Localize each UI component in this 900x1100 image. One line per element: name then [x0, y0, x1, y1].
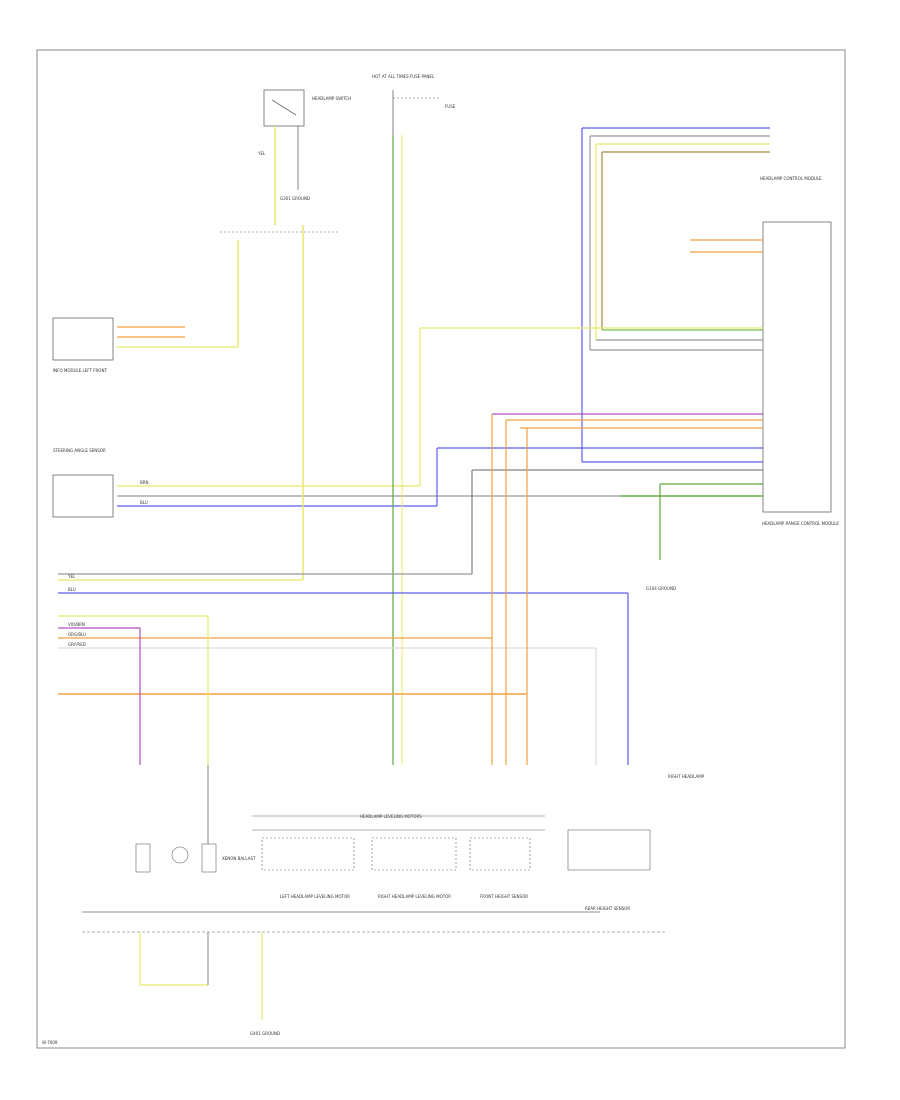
headlamp-switch-box: [263, 89, 305, 127]
wire-label-vio-1: VIO/BRN: [68, 622, 85, 627]
wire-label-brn-1: BRN: [140, 480, 149, 485]
left-comp-3: [201, 843, 217, 873]
right-module-label: HEADLAMP RANGE CONTROL MODULE: [762, 521, 839, 526]
lh-motor-label: LEFT HEADLAMP LEVELING MOTOR: [280, 894, 350, 899]
sensor-b-label: REAR HEIGHT SENSOR: [585, 906, 630, 911]
rh-motor-box: [371, 837, 457, 871]
sensor-b-box: [567, 829, 651, 871]
wire-label-gry-1: GRY/RED: [68, 642, 86, 647]
wire-label-yel-2: YEL: [67, 574, 76, 579]
conn-right-label: RIGHT HEADLAMP: [668, 774, 705, 779]
ground-g3-label: G401 GROUND: [250, 1031, 280, 1036]
rh-motor-label: RIGHT HEADLAMP LEVELING MOTOR: [378, 894, 451, 899]
leveling-motors-label: HEADLAMP LEVELING MOTORS: [360, 814, 422, 819]
wire-label-blu-1: BLU: [140, 500, 148, 505]
top-supply-label: HOT AT ALL TIMES FUSE PANEL: [372, 74, 435, 79]
lh-motor-box: [261, 837, 355, 871]
sensor-a-box: [469, 837, 531, 871]
right-module-box: [762, 221, 832, 513]
left-comp-1: [135, 843, 151, 873]
sensor-a-label: FRONT HEIGHT SENSOR: [480, 894, 528, 899]
steering-sensor-box: [52, 474, 114, 518]
module-top-label: HEADLAMP CONTROL MODULE: [760, 176, 822, 181]
footer-id: W-7009: [42, 1040, 58, 1045]
wire-label-org-1: ORG/BLU: [68, 632, 86, 637]
info-module-box: [52, 317, 114, 361]
ground-g2-label: G104 GROUND: [646, 586, 676, 591]
wire-label-blu-2: BLU: [68, 587, 76, 592]
wire-label-yel-1: YEL: [257, 151, 266, 156]
xenon-label: XENON BALLAST: [222, 856, 256, 861]
fuse-label: FUSE: [445, 104, 456, 109]
diagram-frame: [36, 49, 846, 1049]
ground-g1-label: G301 GROUND: [280, 196, 310, 201]
headlamp-switch-label: HEADLAMP SWITCH: [312, 96, 351, 101]
left-comp-2: [171, 846, 189, 864]
info-module-label: INFO MODULE LEFT FRONT: [53, 368, 107, 373]
steering-sensor-label: STEERING ANGLE SENSOR: [53, 448, 106, 453]
